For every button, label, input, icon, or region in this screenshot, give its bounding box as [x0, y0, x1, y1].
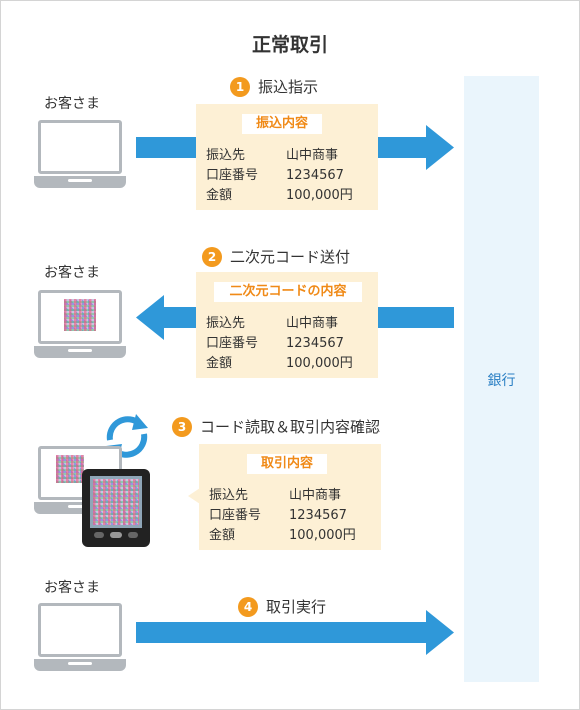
step-number-badge: 4 [238, 596, 258, 617]
qr-code-icon [93, 479, 139, 525]
step-number-badge: 2 [202, 246, 222, 267]
box-title: 二次元コードの内容 [214, 282, 362, 302]
customer-label: お客さま [44, 96, 100, 112]
customer-label: お客さま [44, 265, 100, 281]
page-title: 正常取引 [251, 34, 328, 56]
detail-row: 振込先山中商事 [206, 316, 339, 331]
step-label: コード読取＆取引内容確認 [200, 418, 381, 436]
detail-row: 振込先山中商事 [206, 148, 339, 163]
qr-code-icon [64, 299, 96, 331]
step-label: 振込指示 [258, 78, 319, 96]
box-title: 取引内容 [247, 454, 327, 474]
bank-column [464, 76, 539, 682]
step-number-badge: 3 [172, 416, 192, 437]
step-2: 2 二次元コード送付 [202, 246, 350, 267]
step-4: 4 取引実行 [238, 596, 326, 617]
step-3: 3 コード読取＆取引内容確認 [172, 416, 380, 437]
speech-pointer [188, 488, 200, 504]
arrow-right-icon [136, 610, 454, 655]
bank-label: 銀行 [487, 373, 516, 389]
qr-code-icon [56, 455, 84, 483]
step-label: 取引実行 [266, 598, 327, 616]
customer-label: お客さま [44, 580, 100, 596]
detail-row: 振込先山中商事 [209, 488, 342, 503]
step-number-badge: 1 [230, 76, 250, 97]
smartphone-icon [82, 469, 150, 547]
step-1: 1 振込指示 [230, 76, 318, 97]
step-label: 二次元コード送付 [230, 248, 351, 266]
box-title: 振込内容 [242, 114, 322, 134]
